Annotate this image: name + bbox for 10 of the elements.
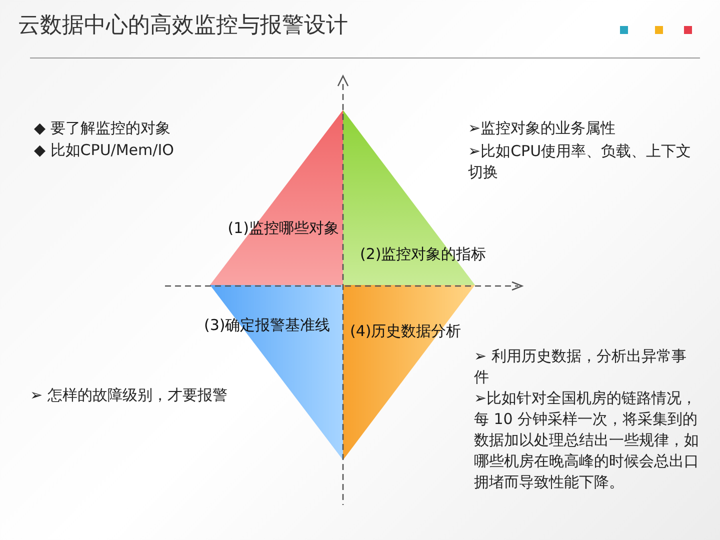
quadrant-label: (1)监控哪些对象 bbox=[228, 218, 339, 238]
bullet-text: ➢ 利用历史数据，分析出异常事件 bbox=[474, 346, 688, 388]
quadrant-label: (3)确定报警基准线 bbox=[204, 315, 332, 335]
slide-title: 云数据中心的高效监控与报警设计 bbox=[18, 12, 348, 40]
bullet-text: ➢比如CPU使用率、负载、上下文切换 bbox=[468, 141, 692, 183]
bullet-text: ➢监控对象的业务属性 bbox=[468, 118, 617, 139]
bullet-text: ➢比如针对全国机房的链路情况，每 10 分钟采样一次，将采集到的数据加以处理总结出一些规律，如哪些机房在晚高峰的时候会总出口拥堵而导致性能下降。 bbox=[474, 388, 700, 493]
bullet-text: ◆ 要了解监控的对象 bbox=[34, 118, 172, 139]
bullet-text: ➢ 怎样的故障级别，才要报警 bbox=[30, 385, 228, 406]
bullet-text: ◆ 比如CPU/Mem/IO bbox=[34, 140, 175, 161]
